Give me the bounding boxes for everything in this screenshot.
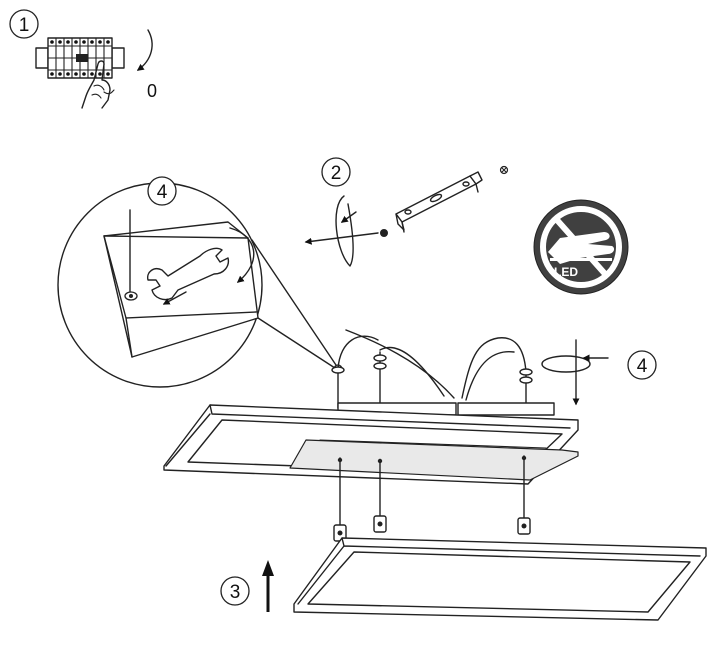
- step-1-number: 1: [19, 15, 30, 36]
- detail-panel-corner: [103, 221, 259, 358]
- step-1-circle: [9, 9, 39, 39]
- detail-magnifier: 4: [57, 176, 343, 388]
- no-touch-led-sign: LED: [533, 199, 629, 295]
- step-3-number: 3: [230, 582, 241, 603]
- step-1-callout: 1: [9, 9, 39, 39]
- suspension-wires: [331, 329, 533, 409]
- power-off-label: 0: [147, 81, 157, 101]
- step-2-callout: 2: [321, 157, 351, 187]
- step-4-side-callout: 4: [627, 350, 657, 380]
- step-4-detail-circle: [147, 176, 177, 206]
- detail-tighten-arrow-icon: [162, 227, 255, 305]
- step-4-detail-callout: 4: [147, 176, 177, 206]
- screw-icon: [380, 165, 509, 237]
- detail-screw-icon: [124, 209, 138, 301]
- terminal-block-icon: [35, 37, 125, 79]
- hand-icon: [81, 60, 115, 109]
- step-2-circle: [321, 157, 351, 187]
- step-3-lift-arrow-icon: [262, 560, 274, 612]
- step-4-detail-number: 4: [157, 182, 168, 203]
- led-panel: [293, 537, 707, 621]
- step-2-rotate-arrow-icon: [304, 195, 379, 267]
- step-4-side-circle: [627, 350, 657, 380]
- wrench-icon: [147, 247, 230, 301]
- step-2-number: 2: [331, 163, 342, 184]
- step-3-circle: [220, 576, 250, 606]
- no-touch-led-text: LED: [554, 265, 578, 279]
- step-4-side-rotate-arrow-icon: [541, 339, 609, 406]
- step-4-side-number: 4: [637, 356, 648, 377]
- ceiling-frame: [163, 402, 579, 485]
- step-3-callout: 3: [220, 576, 250, 606]
- power-off-rotate-arrow-icon: [136, 29, 153, 71]
- mounting-bracket-icon: [395, 171, 483, 233]
